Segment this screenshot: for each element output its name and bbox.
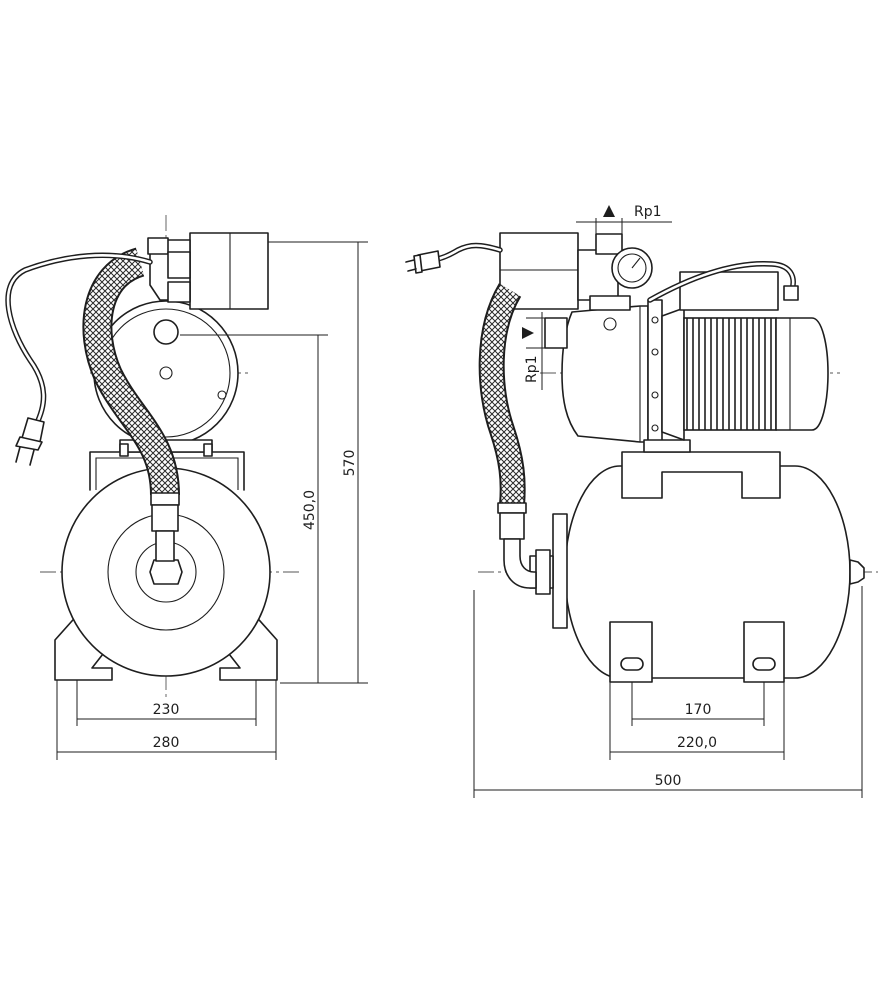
side-flange-bolt-3: [651, 391, 659, 399]
side-motor-cable-core: [648, 262, 795, 302]
side-view: [405, 232, 878, 683]
outlet-arrow-icon: [603, 205, 615, 217]
side-outlet-port: [595, 233, 623, 255]
side-dim-500-label: 500: [655, 773, 682, 789]
side-tank-valve: [849, 559, 865, 585]
side-dim-170-label: 170: [685, 702, 712, 718]
side-motor-terminal-box: [679, 271, 779, 311]
side-flange-bolt-2: [651, 348, 659, 356]
front-hose-coupling: [151, 504, 179, 532]
side-pump-base: [643, 439, 691, 453]
front-plug-pin-1: [15, 446, 21, 463]
side-power-cable-core: [432, 244, 502, 262]
side-plug-pin-1: [405, 259, 415, 263]
front-dim-280-label: 280: [153, 735, 180, 751]
side-pressure-gauge-needle: [631, 257, 641, 269]
side-annotations: Rp1 Rp1: [522, 204, 672, 390]
front-plug-head: [15, 436, 43, 451]
side-fitting-body: [577, 249, 619, 301]
side-plug-pin-2: [407, 268, 417, 272]
side-dim-220-label: 220,0: [677, 735, 717, 751]
front-hose-elbow: [155, 530, 175, 562]
side-flange-bolt-4: [651, 424, 659, 432]
side-tank-nut: [535, 549, 551, 595]
side-motor-fan-cover: [775, 317, 829, 431]
front-view: [5, 215, 300, 700]
side-foot-right: [743, 621, 785, 683]
side-tank-flange: [552, 513, 568, 629]
side-pressure-gauge-face: [617, 253, 647, 283]
front-fitting-nut-mid: [167, 251, 191, 279]
front-hose-ferrule: [150, 492, 180, 506]
side-hose-ferrule: [497, 502, 527, 514]
side-fitting-lower: [589, 295, 631, 311]
side-motor-adapter: [661, 307, 685, 441]
front-pressure-switch: [189, 232, 269, 310]
front-pump-bolt-2: [217, 390, 227, 400]
front-dim-570-label: 570: [342, 450, 358, 477]
side-foot-right-slot: [752, 657, 776, 671]
side-pump-plug: [603, 317, 617, 331]
side-hose-elbow: [503, 538, 537, 589]
front-power-cable-core: [6, 254, 152, 427]
side-motor-fins: [683, 317, 777, 431]
side-plug-head: [413, 254, 423, 274]
side-stand: [621, 451, 781, 499]
front-pump-bolt-right: [203, 443, 213, 457]
inlet-arrow-icon: [522, 327, 534, 339]
side-foot-left: [609, 621, 653, 683]
front-pump-plug: [153, 319, 179, 345]
side-dimensions: 170 220,0 500: [473, 586, 863, 798]
front-hose-braid: [84, 249, 178, 496]
front-tank-nut: [149, 559, 183, 585]
side-inlet-port: [544, 317, 568, 349]
side-foot-left-slot: [620, 657, 644, 671]
front-pump-bolt-left: [119, 443, 129, 457]
front-fitting-nut-top: [147, 237, 169, 255]
side-hose-coupling: [499, 512, 525, 540]
side-hose-braid: [480, 284, 524, 506]
inlet-thread-label: Rp1: [524, 355, 540, 383]
front-pump-drain: [159, 366, 173, 380]
side-tank: [564, 465, 851, 679]
front-fitting-nut-low: [167, 281, 191, 303]
side-flange-bolt-1: [651, 316, 659, 324]
outlet-thread-label: Rp1: [634, 204, 662, 220]
front-dim-230-label: 230: [153, 702, 180, 718]
side-motor-cable-gland: [783, 285, 799, 301]
front-plug-pin-2: [29, 449, 35, 466]
front-dim-450-label: 450,0: [302, 490, 318, 530]
front-dimensions: 570 450,0 230 280: [56, 241, 368, 760]
